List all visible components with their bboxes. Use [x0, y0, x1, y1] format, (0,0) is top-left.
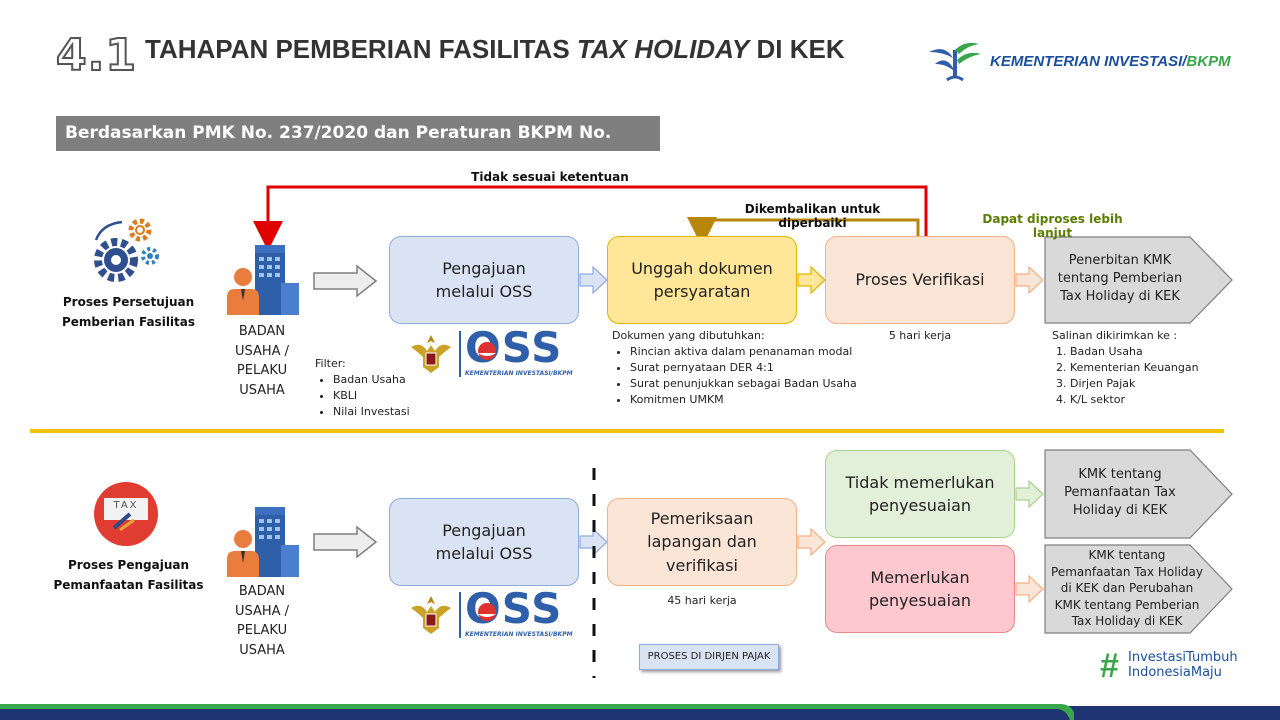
- grey-arrow-top: [313, 264, 378, 298]
- arrow-optionb-to-result: [1015, 574, 1044, 604]
- arrow-optiona-to-result: [1015, 479, 1044, 509]
- bottom-duration: 45 hari kerja: [667, 594, 737, 607]
- copies-list: Salinan dikirimkan ke : Badan UsahaKemen…: [1052, 328, 1222, 408]
- arrow-oss-to-upload: [579, 265, 608, 295]
- garuda-emblem-icon: [411, 335, 451, 373]
- proceed-label: Dapat diproses lebih lanjut: [982, 212, 1123, 240]
- filter-list: Filter: Badan UsahaKBLINilai Investasi: [315, 356, 425, 420]
- footer-bar: [0, 704, 1280, 720]
- tax-icon: [94, 482, 158, 546]
- hashtag-symbol: #: [1100, 647, 1119, 685]
- top-process-label: Proses Persetujuan Pemberian Fasilitas: [61, 295, 196, 329]
- oss-red-accent-icon: [478, 342, 496, 360]
- dirjen-pajak-label: PROSES DI DIRJEN PAJAK: [639, 644, 779, 670]
- business-building-icon: [227, 245, 299, 315]
- arrow-upload-to-verify: [797, 265, 826, 295]
- olive-feedback-label: Dikembalikan untuk diperbaiki: [744, 202, 881, 230]
- gears-icon: [94, 218, 159, 282]
- oss-divider: [459, 331, 461, 377]
- garuda-emblem-icon: [411, 596, 451, 634]
- arrow-oss-to-exam: [579, 527, 608, 557]
- top-step-verification: Proses Verifikasi: [825, 236, 1015, 324]
- result-chevron-bottom-a: [1044, 449, 1233, 539]
- section-number: 4.1: [55, 29, 137, 82]
- result-chevron-bottom-b: [1044, 544, 1233, 634]
- business-building-icon: [227, 507, 299, 577]
- ministry-logo-icon: [929, 42, 981, 82]
- olive-feedback-arrow: [687, 217, 920, 247]
- regulation-banner: Berdasarkan PMK No. 237/2020 dan Peratur…: [56, 116, 660, 178]
- required-documents: Dokumen yang dibutuhkan: Rincian aktiva …: [612, 328, 872, 408]
- grey-arrow-bottom: [313, 525, 378, 559]
- oss-red-accent-icon: [478, 603, 496, 621]
- red-feedback-label: Tidak sesuai ketentuan: [471, 170, 629, 184]
- bottom-process-label: Proses Pengajuan Pemanfaatan Fasilitas: [53, 558, 204, 592]
- ministry-logo-text: KEMENTERIAN INVESTASI/BKPM: [990, 53, 1231, 70]
- result-chevron-top: [1044, 236, 1233, 324]
- top-duration: 5 hari kerja: [888, 329, 952, 342]
- tax-icon-text: TAX: [113, 500, 139, 511]
- page-title: TAHAPAN PEMBERIAN FASILITAS TAX HOLIDAY …: [145, 34, 845, 64]
- arrow-verify-to-result: [1015, 265, 1044, 295]
- arrow-exam-to-options: [797, 527, 826, 557]
- oss-divider: [459, 592, 461, 638]
- red-feedback-arrow: [253, 185, 928, 251]
